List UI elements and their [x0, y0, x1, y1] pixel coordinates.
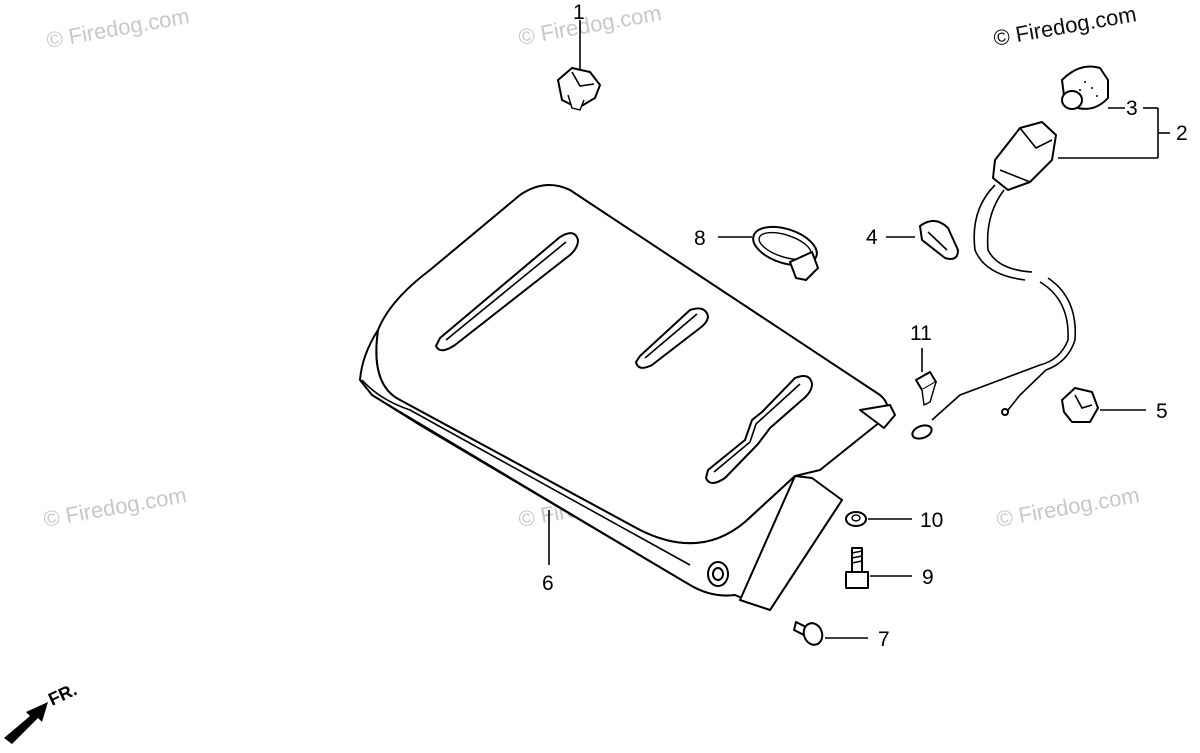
callout-3: 3 [1126, 97, 1138, 120]
band-part [718, 225, 819, 281]
callout-4: 4 [866, 226, 878, 249]
watermark: © Firedog.com [995, 482, 1142, 532]
washer-part [845, 511, 912, 527]
bolt-part [915, 348, 937, 406]
grommet-part [886, 220, 959, 260]
clip-part [1061, 387, 1146, 423]
watermark: © Firedog.com [517, 0, 664, 50]
watermark: © Firedog.com [42, 482, 189, 532]
callout-10: 10 [920, 509, 943, 532]
callout-9: 9 [922, 566, 934, 589]
front-direction-label: FR. [45, 679, 80, 709]
callout-8: 8 [694, 227, 706, 250]
screw-part [845, 547, 912, 589]
callout-6: 6 [542, 572, 554, 595]
callout-11: 11 [910, 322, 932, 345]
switch-assembly-part [911, 65, 1170, 440]
callout-2: 2 [1176, 122, 1188, 145]
callout-1: 1 [573, 1, 585, 24]
watermark: © Firedog.com [992, 1, 1139, 51]
clip-part [557, 20, 601, 111]
callout-5: 5 [1156, 400, 1168, 423]
front-direction-arrow-icon [4, 702, 48, 744]
screw-part [793, 621, 868, 646]
callout-7: 7 [878, 628, 890, 651]
cover-part [359, 184, 896, 611]
watermark: © Firedog.com [45, 3, 192, 53]
